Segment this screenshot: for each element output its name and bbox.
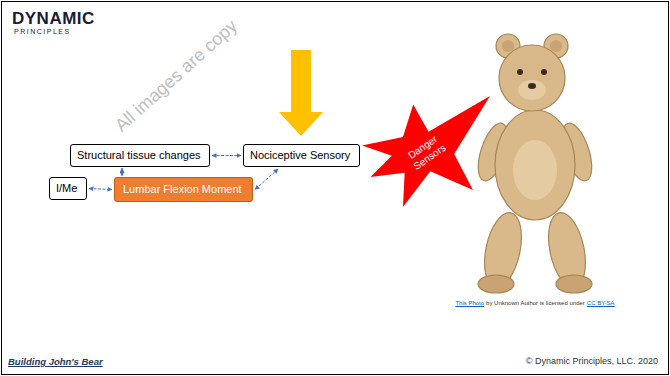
footer-title: Building John's Bear	[8, 356, 103, 367]
node-text: Structural tissue changes	[77, 149, 201, 162]
double-arrow	[122, 168, 123, 176]
process-box: Lumbar Flexion Moment	[114, 177, 253, 202]
double-arrow	[212, 155, 241, 156]
down-arrow	[279, 50, 323, 136]
photo-credit: This Photoby Unknown Author is licensed …	[440, 300, 630, 307]
logo-subword: PRINCIPLES	[14, 28, 71, 35]
node-text: I/Me	[56, 182, 77, 195]
credit-link: CC BY-SA	[587, 300, 615, 306]
logo-word: DYNAMIC	[12, 9, 95, 29]
node-text: Lumbar Flexion Moment	[123, 183, 242, 196]
danger-star: Danger Sensors	[362, 96, 490, 207]
process-box: Structural tissue changes	[70, 144, 210, 167]
process-box: Nociceptive Sensory	[243, 144, 360, 167]
node-text: Nociceptive Sensory	[250, 149, 350, 162]
credit-text: by Unknown Author is licensed under	[486, 300, 585, 306]
double-arrow	[89, 189, 112, 190]
credit-link: This Photo	[455, 300, 484, 306]
watermark: All images are copy	[111, 16, 242, 137]
teddy-bear	[472, 34, 597, 293]
copyright: © Dynamic Principles, LLC. 2020	[526, 356, 658, 366]
double-arrow	[255, 169, 278, 190]
process-box: I/Me	[49, 177, 87, 200]
